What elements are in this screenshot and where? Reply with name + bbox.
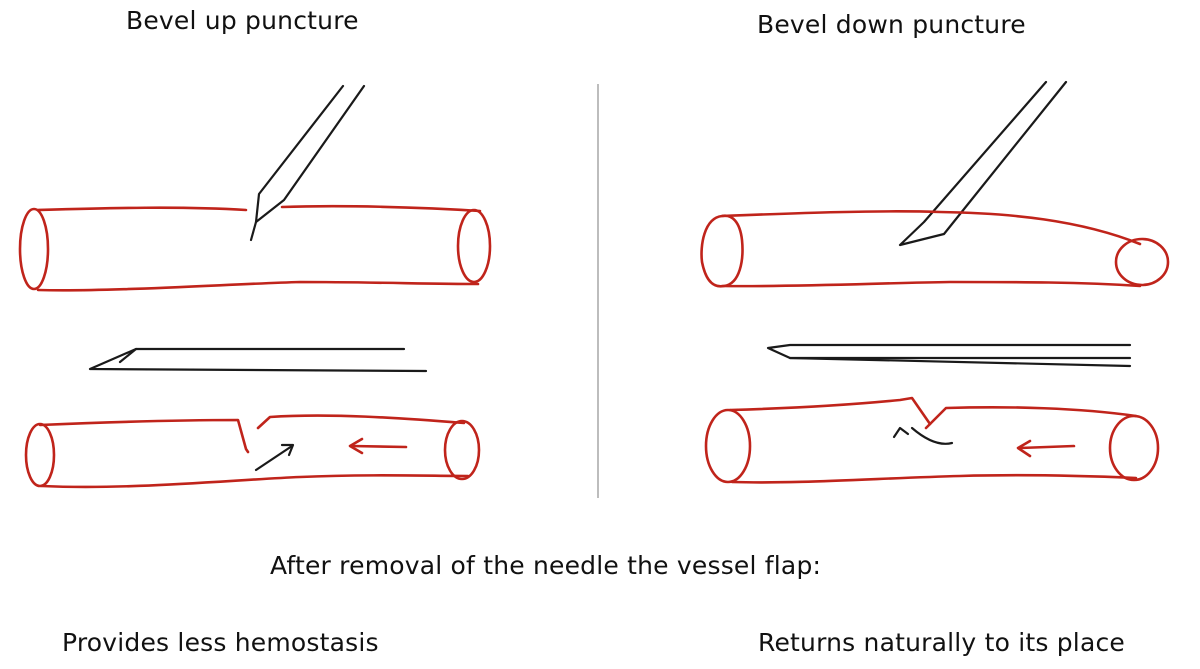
bevel-up-title: Bevel up puncture (126, 6, 359, 35)
vessel-top-left (18, 204, 492, 292)
withdrawn-needle-left (88, 347, 428, 373)
bevel-up-needle (249, 84, 366, 242)
vessel-bottom-left (24, 414, 481, 489)
vessel-top-right (700, 210, 1170, 288)
bevel-up-result: Provides less hemostasis (62, 628, 379, 657)
bevel-down-needle (898, 80, 1068, 247)
withdrawn-needle-right (766, 343, 1132, 368)
vessel-bottom-right (704, 396, 1160, 484)
bevel-down-title: Bevel down puncture (757, 10, 1026, 39)
result-caption: After removal of the needle the vessel f… (270, 551, 822, 580)
bevel-down-result: Returns naturally to its place (758, 628, 1125, 657)
